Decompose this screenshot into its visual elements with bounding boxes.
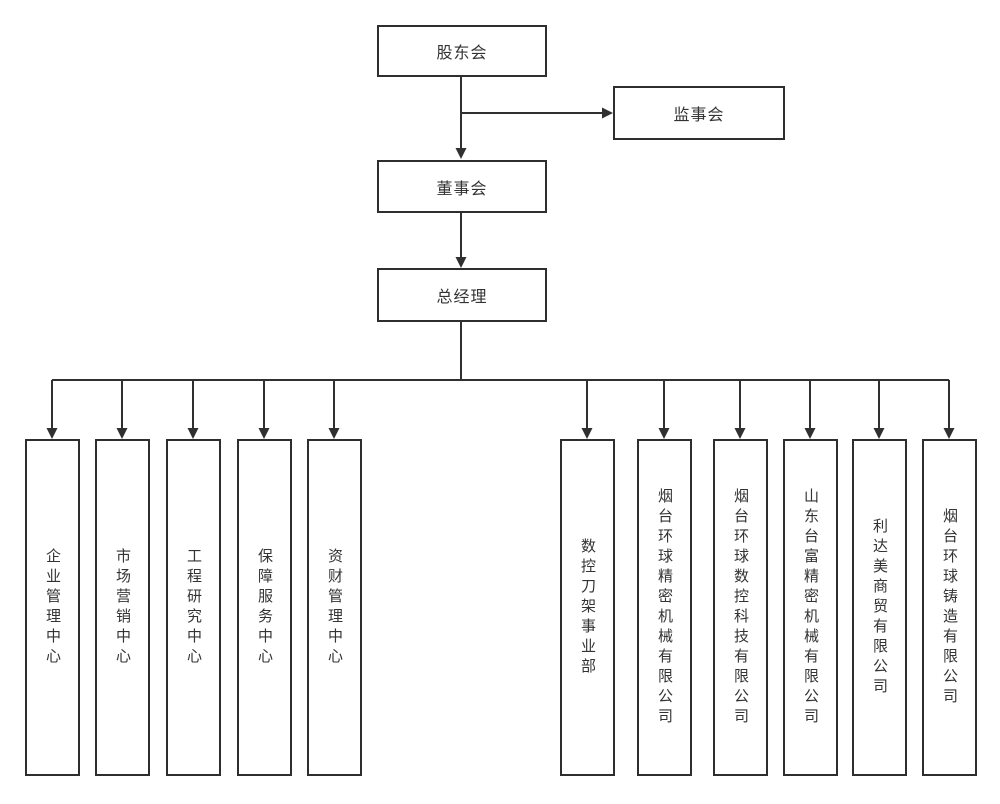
subsidiary-yantai-universal-casting-label: 烟台环球铸造有限公司: [941, 507, 958, 708]
connector-drop-1: [46, 380, 58, 439]
connector-drop-10: [873, 380, 885, 439]
subsidiary-lidamei-trading: 利达美商贸有限公司: [852, 439, 907, 776]
dept-cnc-tool-turret-division-label: 数控刀架事业部: [579, 537, 596, 678]
connector-drop-2: [116, 380, 128, 439]
node-shareholders-meeting-label: 股东会: [436, 45, 488, 62]
subsidiary-yantai-universal-cnc-technology: 烟台环球数控科技有限公司: [713, 439, 768, 776]
node-general-manager: 总经理: [377, 268, 547, 322]
dept-enterprise-management-center: 企业管理中心: [25, 439, 80, 776]
dept-cnc-tool-turret-division: 数控刀架事业部: [560, 439, 615, 776]
subsidiary-yantai-universal-precision-machinery-label: 烟台环球精密机械有限公司: [656, 487, 673, 728]
connector-board-gm: [455, 213, 467, 268]
connector-drop-9: [804, 380, 816, 439]
connector-shareholders-board: [455, 77, 467, 159]
connector-shareholders-supervisory: [461, 107, 613, 119]
node-general-manager-label: 总经理: [436, 289, 488, 306]
node-supervisory-board: 监事会: [613, 86, 785, 140]
dept-marketing-center-label: 市场营销中心: [114, 547, 131, 668]
connector-drop-7: [658, 380, 670, 439]
node-board-of-directors-label: 董事会: [436, 180, 488, 198]
subsidiary-yantai-universal-cnc-technology-label: 烟台环球数控科技有限公司: [732, 487, 749, 728]
connector-drop-11: [943, 380, 955, 439]
subsidiary-shandong-taifu-precision-machinery-label: 山东台富精密机械有限公司: [802, 487, 819, 728]
dept-asset-management-center: 资财管理中心: [307, 439, 362, 776]
connector-drop-3: [187, 380, 199, 439]
dept-support-service-center-label: 保障服务中心: [256, 547, 273, 668]
subsidiary-shandong-taifu-precision-machinery: 山东台富精密机械有限公司: [783, 439, 838, 776]
subsidiary-yantai-universal-casting: 烟台环球铸造有限公司: [922, 439, 977, 776]
connector-drop-6: [581, 380, 593, 439]
dept-support-service-center: 保障服务中心: [237, 439, 292, 776]
connector-drop-4: [258, 380, 270, 439]
dept-asset-management-center-label: 资财管理中心: [326, 547, 343, 668]
dept-marketing-center: 市场营销中心: [95, 439, 150, 776]
subsidiary-lidamei-trading-label: 利达美商贸有限公司: [871, 517, 888, 698]
dept-engineering-research-center-label: 工程研究中心: [185, 547, 202, 668]
node-board-of-directors: 董事会: [377, 160, 547, 213]
connector-gm-trunk: [52, 322, 949, 381]
connector-drop-5: [328, 380, 340, 439]
dept-engineering-research-center: 工程研究中心: [166, 439, 221, 776]
dept-enterprise-management-center-label: 企业管理中心: [44, 547, 61, 668]
subsidiary-yantai-universal-precision-machinery: 烟台环球精密机械有限公司: [637, 439, 692, 776]
node-shareholders-meeting: 股东会: [377, 25, 547, 77]
connector-drop-8: [734, 380, 746, 439]
node-supervisory-board-label: 监事会: [673, 107, 725, 124]
